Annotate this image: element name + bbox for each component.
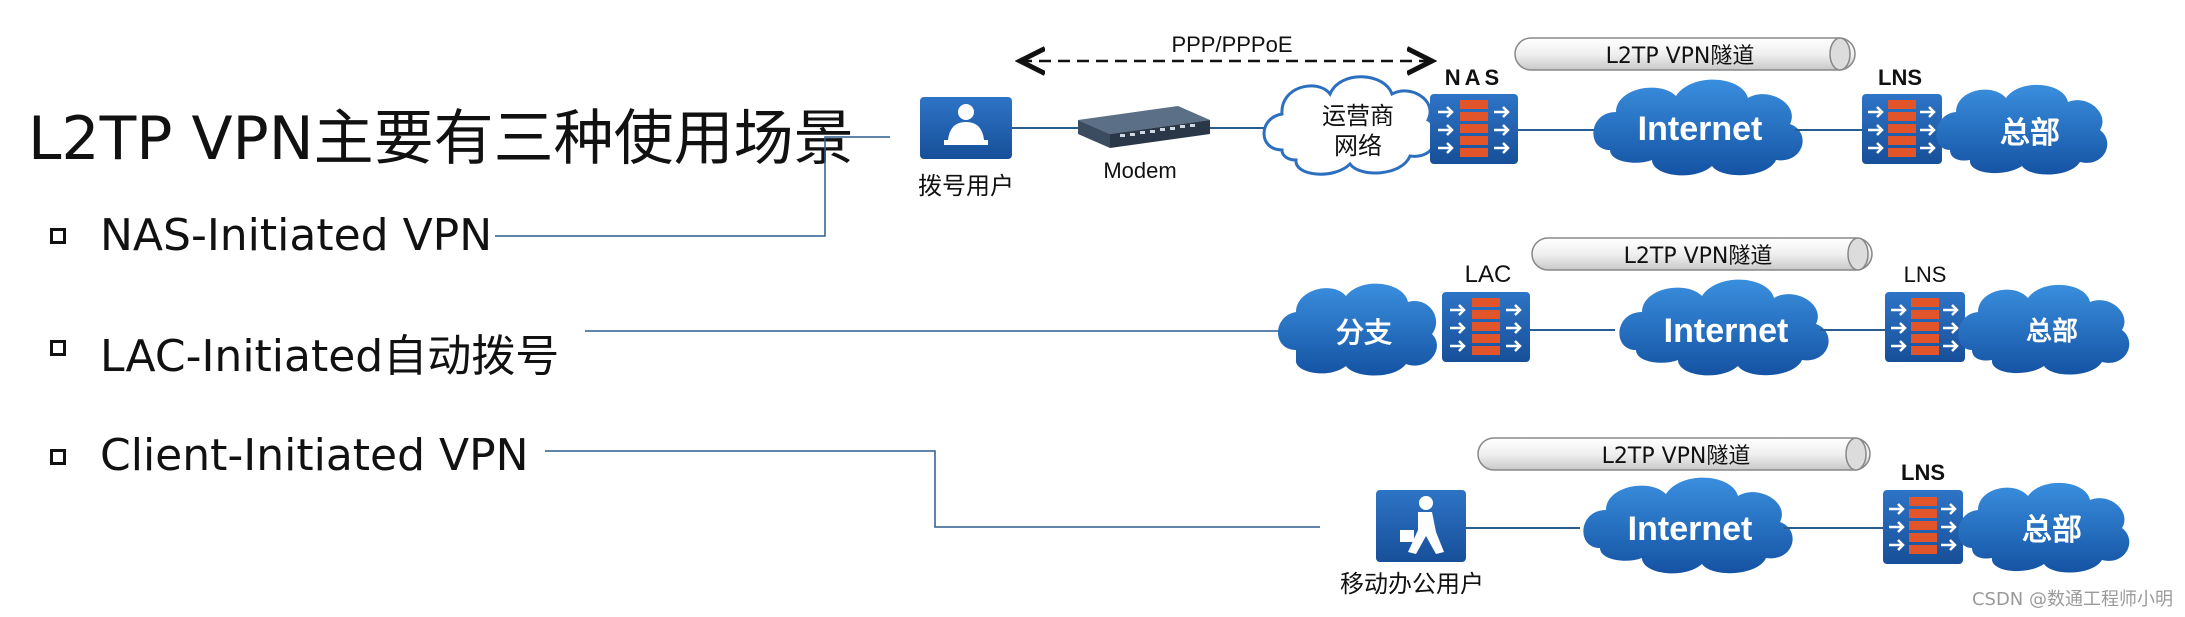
tunnel-label-1: L2TP VPN隧道	[1606, 44, 1755, 69]
internet-label-3: Internet	[1628, 510, 1753, 548]
hq-label-1: 总部	[2000, 116, 2060, 151]
hq-label-2: 总部	[2026, 317, 2078, 347]
modem-icon	[1078, 106, 1210, 148]
internet-cloud-1	[1593, 79, 1803, 176]
connector-line-row1	[495, 136, 890, 237]
scenario-label-lac: LAC-Initiated自动拨号	[100, 331, 560, 382]
mobile-user-icon	[1376, 490, 1466, 562]
isp-cloud	[1262, 75, 1439, 176]
nas-firewall-icon	[1430, 94, 1518, 164]
connector-line-row3	[545, 450, 1320, 528]
isp-cloud-line1: 运营商	[1322, 102, 1394, 130]
lns-label-3: LNS	[1901, 460, 1945, 485]
hq-label-3: 总部	[2022, 513, 2082, 548]
nas-label: NAS	[1445, 65, 1503, 90]
scenario-label-nas: NAS-Initiated VPN	[100, 210, 493, 261]
l2tp-tunnel-1	[1514, 37, 1856, 71]
tunnel-label-2: L2TP VPN隧道	[1624, 244, 1773, 269]
watermark: CSDN @数通工程师小明	[1971, 589, 2173, 610]
mobile-user-label: 移动办公用户	[1340, 570, 1484, 598]
dialup-user-label: 拨号用户	[918, 172, 1014, 200]
bullet-icon	[50, 340, 66, 356]
modem-label: Modem	[1103, 158, 1176, 183]
tunnel-label-3: L2TP VPN隧道	[1602, 444, 1751, 469]
lns-firewall-icon-1	[1862, 94, 1942, 164]
isp-cloud-line2: 网络	[1334, 132, 1382, 160]
dialup-user-icon	[920, 97, 1012, 159]
page-title: L2TP VPN主要有三种使用场景	[28, 104, 854, 174]
lns-firewall-icon-2	[1885, 292, 1965, 362]
ppp-label: PPP/PPPoE	[1171, 32, 1292, 57]
internet-label-2: Internet	[1664, 312, 1789, 350]
lns-label-1: LNS	[1878, 65, 1922, 90]
scenario-label-client: Client-Initiated VPN	[100, 430, 529, 481]
internet-label-1: Internet	[1638, 110, 1763, 148]
bullet-icon	[50, 228, 66, 244]
branch-label: 分支	[1336, 316, 1392, 349]
hq-cloud-3	[1958, 482, 2130, 573]
lac-label: LAC	[1465, 261, 1512, 288]
l2tp-tunnel-3	[1477, 437, 1871, 471]
bullet-icon	[50, 449, 66, 465]
lac-firewall-icon	[1442, 292, 1530, 362]
internet-cloud-3	[1583, 477, 1793, 574]
l2tp-tunnel-2	[1531, 237, 1873, 271]
lns-label-2: LNS	[1904, 262, 1947, 287]
branch-cloud	[1278, 283, 1437, 376]
hq-cloud-2	[1958, 284, 2130, 375]
hq-cloud-1	[1936, 84, 2108, 175]
lns-firewall-icon-3	[1883, 490, 1963, 564]
internet-cloud-2	[1619, 279, 1829, 376]
